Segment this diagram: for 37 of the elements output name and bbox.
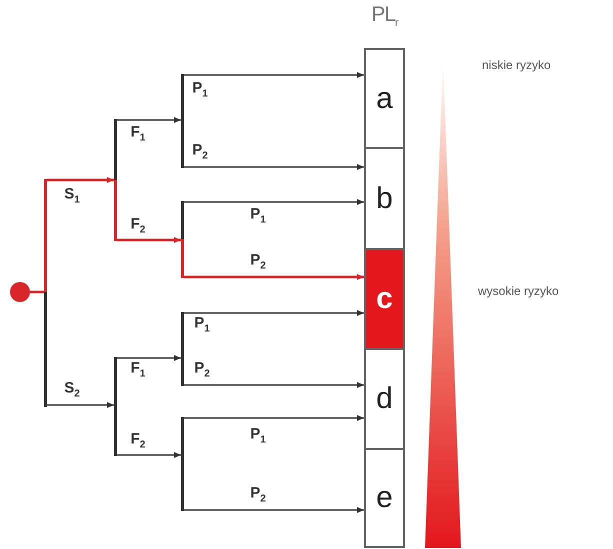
start-dot [10,282,30,302]
arrow [184,415,364,421]
edge-label: F$_{2}$ [130,432,146,450]
edge-label: P$_{2}$ [193,360,211,380]
arrow [184,382,364,388]
edge-label: S$_{1}$ [63,186,81,206]
level-box: b [364,147,405,250]
arrow [117,355,181,361]
edge-label: P$_{1}$ [193,316,211,334]
edge-label: F$_{1}$ [130,124,146,144]
arrow [117,117,181,123]
edge-label: P$_{1}$ [191,80,209,100]
column-heading: PL$_{r}$ [370,4,400,30]
arrow [117,237,181,243]
arrow [184,199,364,205]
arrow [184,274,364,280]
level-box: e [364,448,405,548]
arrow [117,452,181,458]
edge-label: P$_{2}$ [249,252,267,272]
level-box: d [364,348,405,450]
edge-label: F$_{1}$ [130,360,146,380]
edge-label: P$_{2}$ [191,142,209,162]
arrow [47,177,114,183]
arrow [47,402,114,408]
risk-level-note: wysokie ryzyko [478,284,559,298]
arrow [184,164,364,170]
edge-label: P$_{1}$ [249,426,267,446]
edge-label: F$_{2}$ [130,216,146,236]
arrow [184,507,364,513]
arrow [184,310,364,316]
edge-label: P$_{2}$ [249,486,267,504]
level-box: c [364,248,405,350]
level-box: a [364,48,405,149]
arrow [184,72,364,78]
edge-label: S$_{2}$ [63,380,81,400]
edge-label: P$_{1}$ [249,206,267,226]
risk-level-note: niskie ryzyko [482,58,551,72]
